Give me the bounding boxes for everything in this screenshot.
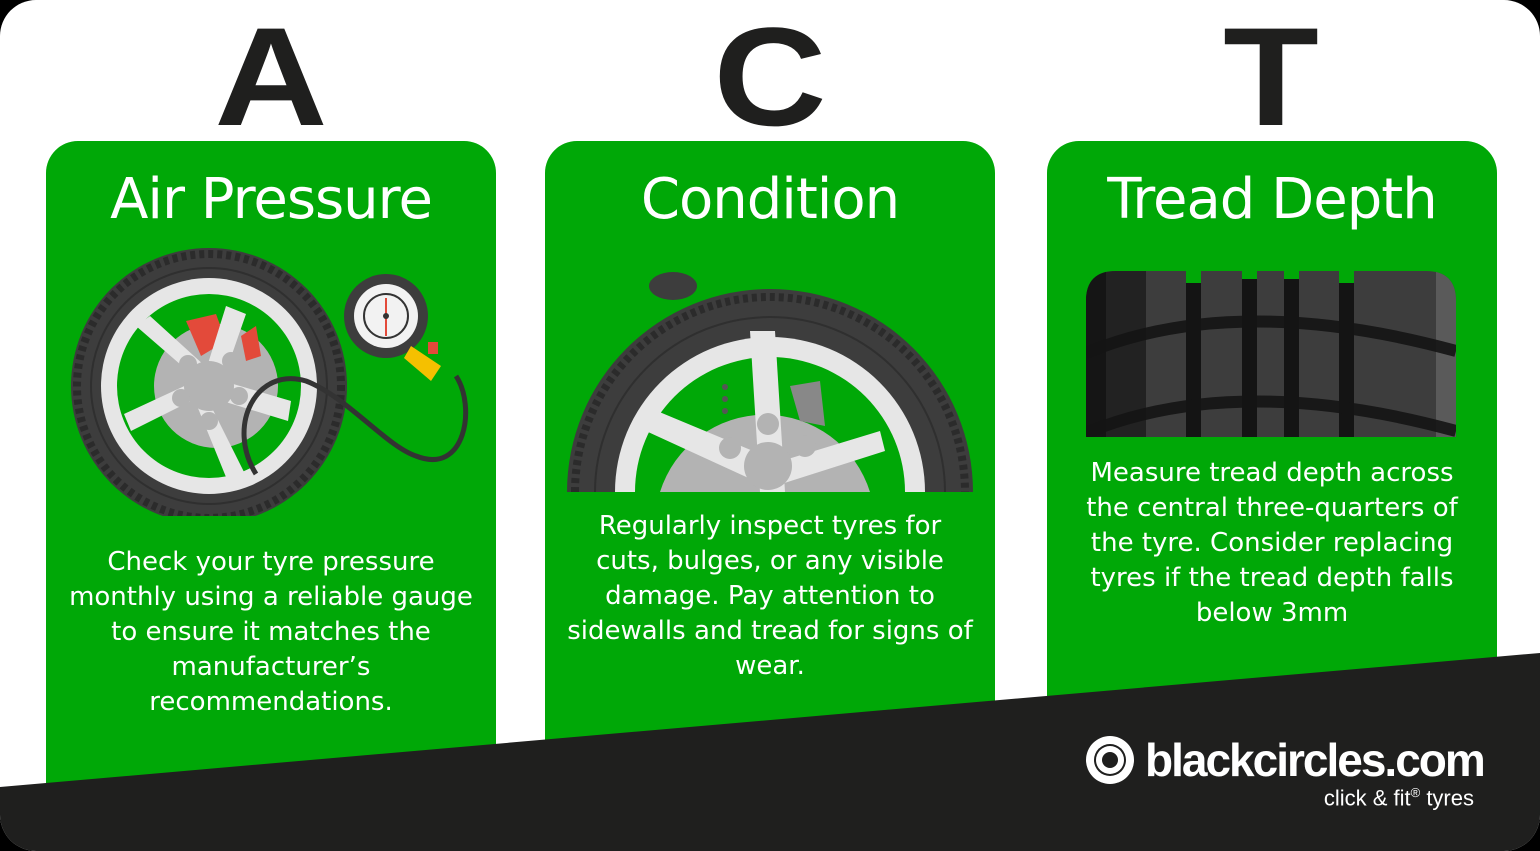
brand-tagline: click & fit® tyres [1324,780,1474,811]
tyre-tread-icon [1086,271,1456,437]
card-title: Air Pressure [110,167,433,232]
card-condition: Condition Regularly inspect tyres for cu… [545,141,995,841]
card-air-pressure: Air Pressure [46,141,496,841]
letter-c: C [713,0,827,155]
letter-t: T [1223,0,1319,155]
tagline-suffix: tyres [1420,785,1474,811]
brand-logo: blackcircles.com [1085,734,1486,786]
card-description: Measure tread depth across the central t… [1086,458,1458,628]
tagline-prefix: click & fit [1323,785,1411,811]
brand-name: blackcircles.com [1145,734,1486,786]
card-description: Regularly inspect tyres for cuts, bulges… [567,511,973,681]
letter-a: A [214,0,328,155]
card-title: Tread Depth [1107,167,1437,232]
concentric-circles-icon [1086,736,1134,784]
registered-mark: ® [1410,785,1421,800]
damaged-tyre-icon [567,272,973,492]
card-description: Check your tyre pressure monthly using a… [69,547,473,717]
card-title: Condition [640,167,900,232]
tyre-pressure-gauge-icon [71,248,469,516]
